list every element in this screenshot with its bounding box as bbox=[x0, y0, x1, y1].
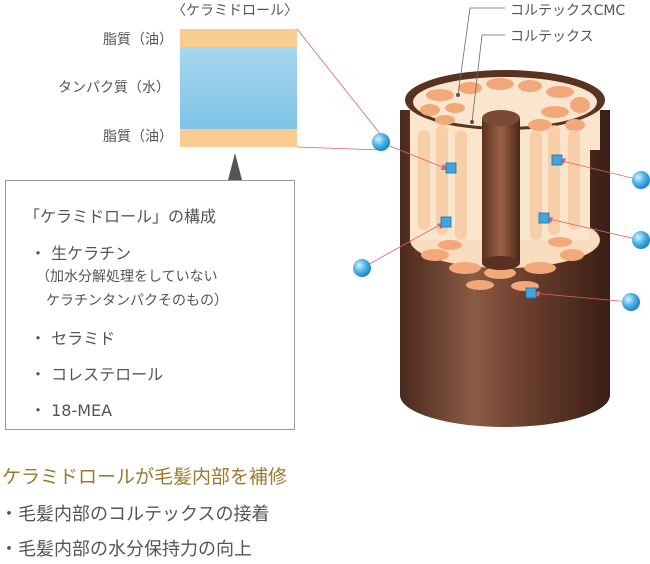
composition-item-ceramide: ・ セラミド bbox=[30, 325, 115, 349]
pointer-triangle-icon bbox=[228, 153, 242, 180]
composition-title: 「ケラミドロール」の構成 bbox=[24, 207, 217, 226]
label-lipid-top: 脂質（油） bbox=[103, 32, 173, 48]
label-protein: タンパク質（水） bbox=[58, 80, 170, 96]
label-lipid-bottom: 脂質（油） bbox=[103, 129, 173, 145]
item-label: 生ケラチン bbox=[51, 244, 132, 263]
label-cortex: コルテックス bbox=[510, 29, 594, 45]
composition-item-18mea: ・ 18-MEA bbox=[30, 397, 112, 421]
summary-heading: ケラミドロールが毛髪内部を補修 bbox=[2, 466, 288, 488]
item-label: セラミド bbox=[51, 329, 116, 348]
ceramidorol-layer-diagram bbox=[180, 29, 297, 180]
medulla-rod bbox=[482, 118, 520, 263]
lipid-layer-bottom bbox=[180, 129, 297, 147]
composition-box bbox=[5, 180, 295, 430]
composition-note-line-1: （加水分解処理をしていない bbox=[36, 269, 218, 285]
composition-note-line-2: ケラチンタンパクそのもの） bbox=[46, 293, 228, 309]
ceramidorol-molecules bbox=[353, 133, 650, 311]
hair-cross-section-illustration bbox=[400, 70, 610, 427]
bullet: ・ bbox=[30, 329, 47, 348]
lipid-layer-top bbox=[180, 29, 297, 47]
molecule-square-icon bbox=[440, 154, 563, 299]
summary-point-2: ・毛髪内部の水分保持力の向上 bbox=[0, 539, 252, 560]
bullet: ・ bbox=[30, 244, 47, 263]
molecule-ball-icon bbox=[353, 133, 650, 311]
composition-item-raw-keratin: ・ 生ケラチン bbox=[30, 240, 131, 264]
label-cortex-cmc: コルテックスCMC bbox=[510, 3, 626, 19]
bullet: ・ bbox=[30, 401, 47, 420]
cortex-cells bbox=[420, 78, 590, 291]
item-label: 18-MEA bbox=[51, 401, 113, 420]
protein-layer bbox=[180, 47, 297, 129]
summary-point-1: ・毛髪内部のコルテックスの接着 bbox=[0, 504, 270, 525]
item-label: コレステロール bbox=[51, 365, 164, 384]
composition-item-cholesterol: ・ コレステロール bbox=[30, 361, 163, 385]
bullet: ・ bbox=[30, 365, 47, 384]
layer-diagram-title: 〈ケラミドロール〉 bbox=[172, 3, 298, 19]
